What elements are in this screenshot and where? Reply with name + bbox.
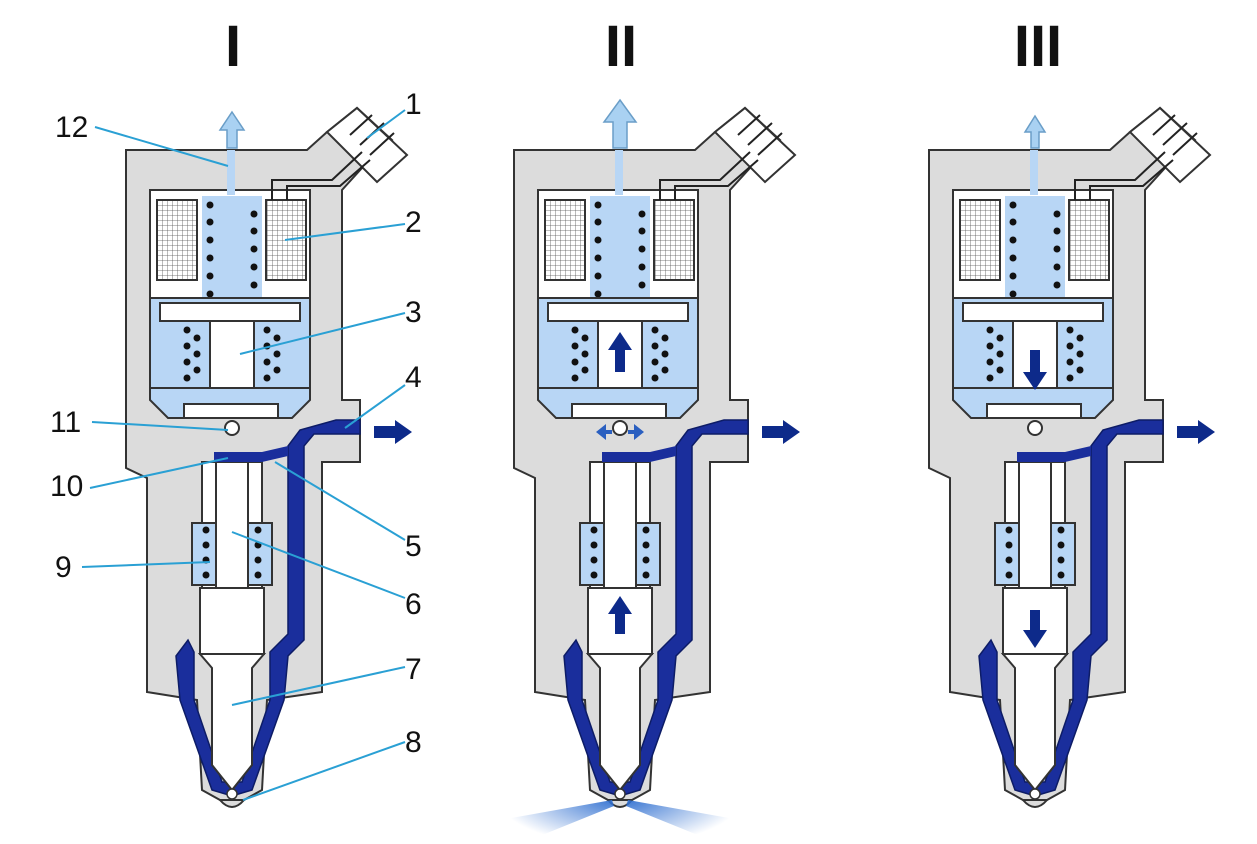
callout-8: 8 <box>405 726 422 759</box>
callout-12: 12 <box>55 111 89 144</box>
callout-7: 7 <box>405 653 422 686</box>
return-arrow-icon-2 <box>602 98 638 149</box>
callout-11: 11 <box>50 406 82 439</box>
callout-1: 1 <box>405 88 422 121</box>
return-arrow-icon-3 <box>1023 114 1047 149</box>
injector-stage-2 <box>513 107 796 808</box>
armature-down-arrow-icon-3 <box>1023 350 1047 648</box>
armature-up-arrow-icon-2 <box>608 332 632 634</box>
callout-5: 5 <box>405 530 422 563</box>
callout-10: 10 <box>50 470 84 503</box>
stage-title-3: III <box>1013 14 1063 79</box>
injector-stage-3 <box>928 107 1211 808</box>
leader-lines <box>81 109 406 801</box>
fuel-inlet-arrow-1 <box>374 420 412 444</box>
stage-title-1: I <box>224 14 242 79</box>
fuel-inlet-arrow-2 <box>762 420 800 444</box>
callout-9: 9 <box>55 551 72 584</box>
stage-title-2: II <box>604 14 638 79</box>
control-flow-arrows-icon-2 <box>596 424 644 440</box>
callout-6: 6 <box>405 588 422 621</box>
callout-2: 2 <box>405 206 422 239</box>
callout-3: 3 <box>405 296 422 329</box>
return-arrow-icon-1 <box>218 110 246 149</box>
injector-stage-1 <box>125 107 408 808</box>
fuel-inlet-arrow-3 <box>1177 420 1215 444</box>
fuel-spray <box>500 800 740 844</box>
callout-4: 4 <box>405 361 422 394</box>
